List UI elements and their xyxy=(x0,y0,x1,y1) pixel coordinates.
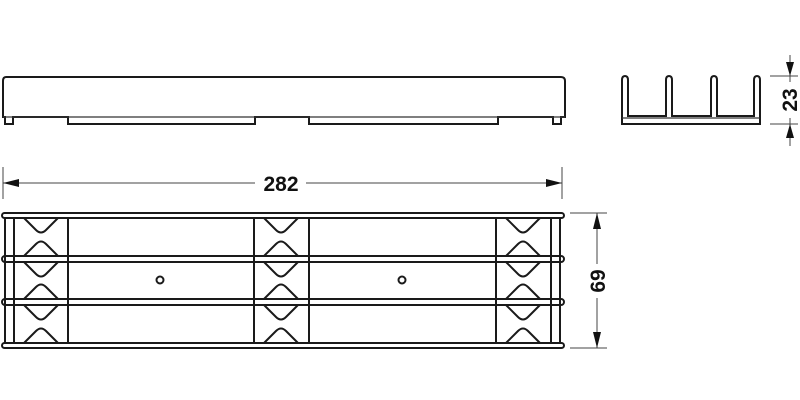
top-view xyxy=(1,212,565,349)
chevron-pattern-left xyxy=(23,217,59,344)
chevron-pattern-right xyxy=(505,217,541,344)
height-dimension-label: 23 xyxy=(779,88,800,111)
height-dimension: 23 xyxy=(770,55,800,146)
side-view xyxy=(2,76,566,125)
width-dimension-label: 69 xyxy=(587,269,610,292)
width-dimension: 69 xyxy=(570,212,610,349)
chevron-pattern-middle xyxy=(263,217,299,344)
end-profile: 23 xyxy=(621,55,800,146)
length-dimension-label: 282 xyxy=(263,173,298,196)
mounting-hole-right xyxy=(397,275,407,285)
mounting-hole-left xyxy=(155,275,165,285)
length-dimension: 282 xyxy=(2,167,563,199)
